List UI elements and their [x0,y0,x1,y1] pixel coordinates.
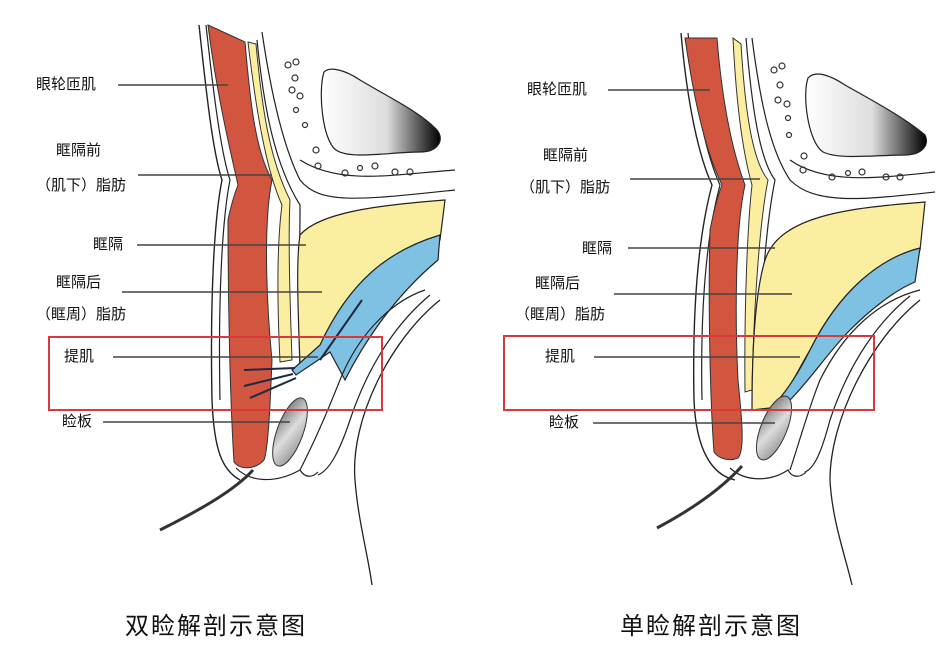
levator-muscle [291,234,441,382]
label-preseptal-fat-1: 眶隔前 [56,141,102,159]
eyeball-outline [829,299,921,586]
levator-highlight-box [48,336,383,411]
label-septum: 眶隔 [582,239,613,257]
label-postseptal-fat-1: 眶隔后 [56,273,102,291]
orbital-bone [805,73,927,158]
label-levator: 提肌 [545,347,576,365]
label-levator: 提肌 [64,347,95,365]
caption-single-eyelid: 单睑解剖示意图 [620,612,802,640]
label-orbicularis: 眼轮匝肌 [36,75,97,93]
orbital-bone [320,68,441,156]
skin-outline [680,32,736,481]
label-orbicularis: 眼轮匝肌 [527,80,588,98]
tarsal-plate [272,397,308,467]
eyelash [159,468,255,532]
label-tarsus: 睑板 [62,412,93,430]
bone-pores [284,58,414,177]
orbicularis-muscle [684,37,746,461]
label-septum: 眶隔 [93,235,124,253]
label-tarsus: 睑板 [549,413,580,431]
caption-double-eyelid: 双睑解剖示意图 [125,612,307,640]
label-postseptal-fat-2: （眶周）脂肪 [515,305,606,323]
label-postseptal-fat-1: 眶隔后 [535,274,581,292]
label-preseptal-fat-2: （肌下）脂肪 [36,176,127,194]
bone-pores [770,62,904,181]
skin-outline [198,24,241,481]
preseptal-fat [247,41,293,363]
levator-highlight-box [503,335,875,411]
preseptal-fat [732,36,769,393]
label-postseptal-fat-2: （眶周）脂肪 [36,305,127,323]
leader-lines [103,84,322,423]
leader-lines [593,89,800,424]
levator-fibers [243,299,363,399]
eyeball-outline [353,299,441,586]
label-preseptal-fat-2: （肌下）脂肪 [520,178,611,196]
eyelash [656,464,744,530]
label-preseptal-fat-1: 眶隔前 [543,146,589,164]
